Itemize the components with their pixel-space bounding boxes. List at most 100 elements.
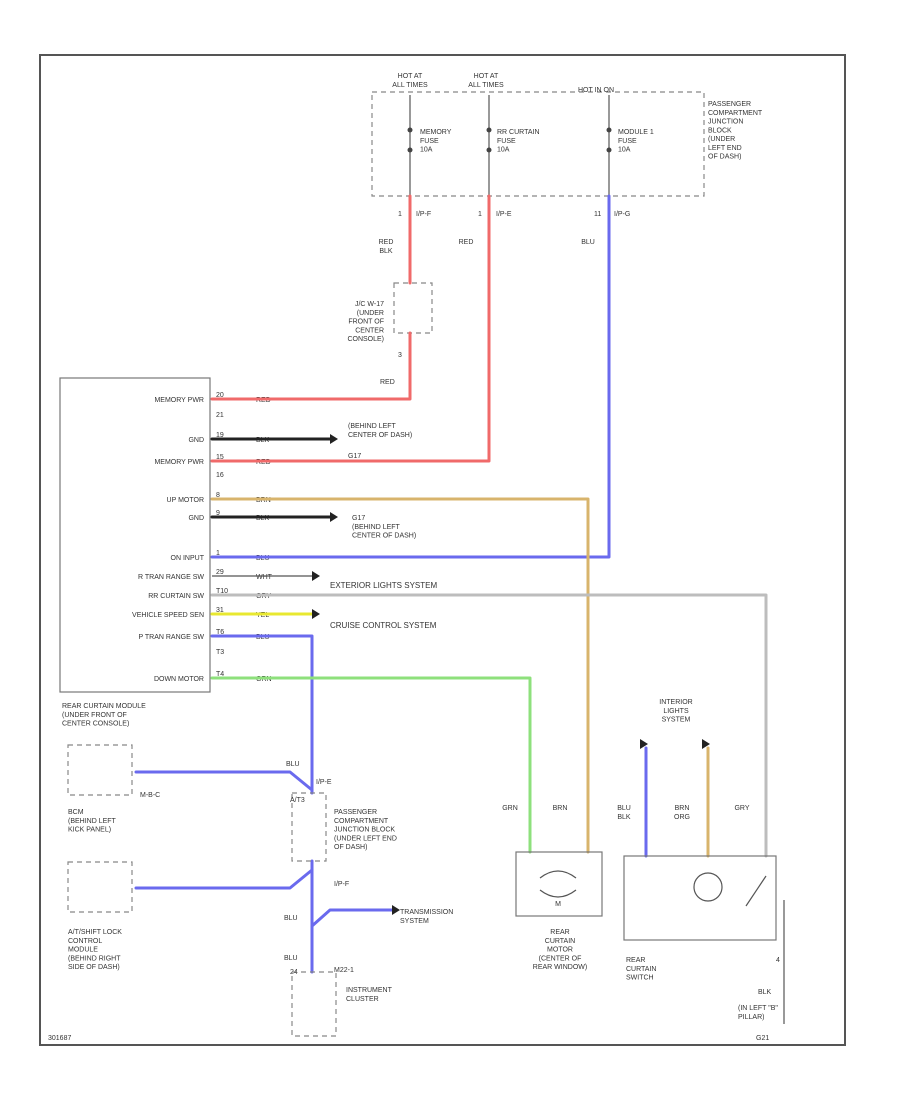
- module-pin-name: RR CURTAIN SW: [148, 593, 204, 600]
- blu-label-2: BLU: [284, 915, 298, 922]
- fuse-conn-1: I/P-F: [416, 211, 431, 218]
- rear-curtain-motor-outline: [515, 851, 603, 917]
- switch-indicator-lamp-icon: [693, 872, 723, 902]
- fuse-symbols: [407, 95, 612, 196]
- switch-wire-gry: GRY: [734, 805, 749, 812]
- wire-gry-rr-curtain-sw: [210, 593, 768, 858]
- rear-curtain-switch-outline: [623, 855, 777, 941]
- module-pin-name: P TRAN RANGE SW: [139, 634, 205, 641]
- ground-label-1-id: G17: [348, 453, 361, 460]
- instrument-cluster-outline: [291, 971, 337, 1037]
- module-pin-number: 20: [216, 392, 224, 399]
- junction-block-2-outline: [291, 792, 327, 862]
- jc-wire-color: RED: [380, 379, 395, 386]
- module-pin-number: T10: [216, 588, 228, 595]
- blu-label-3: BLU: [284, 955, 298, 962]
- module-pin-name: GND: [188, 515, 204, 522]
- switch-ground-pin: 4: [776, 957, 780, 964]
- wire-brn-up-motor: [210, 497, 590, 854]
- module-pin-number: 16: [216, 472, 224, 479]
- module-pin-number: T6: [216, 629, 224, 636]
- module-pin-name: MEMORY PWR: [154, 397, 204, 404]
- fuse-pin-1: 1: [398, 211, 402, 218]
- module-pin-name: MEMORY PWR: [154, 459, 204, 466]
- module-pin-name: ON INPUT: [171, 555, 205, 562]
- jc-connector-outline: [393, 282, 433, 334]
- pin-a-label: A/T3: [290, 797, 305, 804]
- module-pin-number: 31: [216, 607, 224, 614]
- module-pin-number: 15: [216, 454, 224, 461]
- switch-ground-id: G21: [756, 1035, 769, 1042]
- bcm-outline: [67, 744, 133, 796]
- module-pin-wire-color: WHT: [256, 574, 273, 581]
- footer-code: 301687: [48, 1035, 71, 1042]
- module-pin-name: UP MOTOR: [167, 497, 204, 504]
- switch-contact-icon: [745, 875, 767, 907]
- module-pin-name: GND: [188, 437, 204, 444]
- ip-f-conn: I/P-F: [334, 881, 349, 888]
- ip-e-conn: I/P-E: [316, 779, 332, 786]
- wire-blu-at-lock: [134, 868, 314, 890]
- blu-label-1: BLU: [286, 761, 300, 768]
- module-pin-number: T4: [216, 671, 224, 678]
- motor-wire-brn: BRN: [553, 805, 568, 812]
- wire-grn-down-motor: [210, 676, 532, 854]
- wire-set: [134, 194, 785, 1024]
- wire-blu-p-tran-range: [210, 634, 314, 795]
- interior-lights-arrow-right-icon: [702, 739, 710, 749]
- module-pin-number: 29: [216, 569, 224, 576]
- exterior-lights-system-label: EXTERIOR LIGHTS SYSTEM: [330, 581, 437, 590]
- wire-blu-bcm: [134, 770, 314, 792]
- module-pin-name: R TRAN RANGE SW: [138, 574, 204, 581]
- rear-curtain-module-box: [59, 377, 211, 693]
- ground-arrow-2-icon: [330, 512, 338, 522]
- wire-red-memory-pwr-1: [210, 331, 412, 401]
- cruise-control-arrow-icon: [312, 609, 320, 619]
- fuse-conn-3: I/P-G: [614, 211, 630, 218]
- jc-pin: 3: [398, 352, 402, 359]
- wire-red-memory-pwr-2: [210, 194, 491, 463]
- module-pin-number: 21: [216, 412, 224, 419]
- interior-lights-arrow-left-icon: [640, 739, 648, 749]
- module-pin-number: 8: [216, 492, 220, 499]
- module-pin-name: DOWN MOTOR: [154, 676, 204, 683]
- module-pin-name: VEHICLE SPEED SEN: [132, 612, 204, 619]
- module-pin-number: 9: [216, 510, 220, 517]
- module-pin-number: 1: [216, 550, 220, 557]
- hot-label-3: HOT IN ON: [578, 87, 614, 94]
- diagram-frame: [39, 54, 846, 1046]
- motor-symbol-label: M: [555, 901, 561, 908]
- fuse-pin-3: 11: [594, 211, 601, 218]
- at-lock-module-outline: [67, 861, 133, 913]
- wire-color-red: RED: [459, 239, 474, 246]
- fuse-block-outline: [371, 91, 705, 197]
- fuse-pin-2: 1: [478, 211, 482, 218]
- wire-blu-on-input: [210, 194, 611, 559]
- motor-wire-grn: GRN: [502, 805, 518, 812]
- wire-color-blu: BLU: [581, 239, 595, 246]
- module-pin-number: 19: [216, 432, 224, 439]
- module-conn-label: M-B-C: [140, 792, 160, 799]
- module-pin-number: T3: [216, 649, 224, 656]
